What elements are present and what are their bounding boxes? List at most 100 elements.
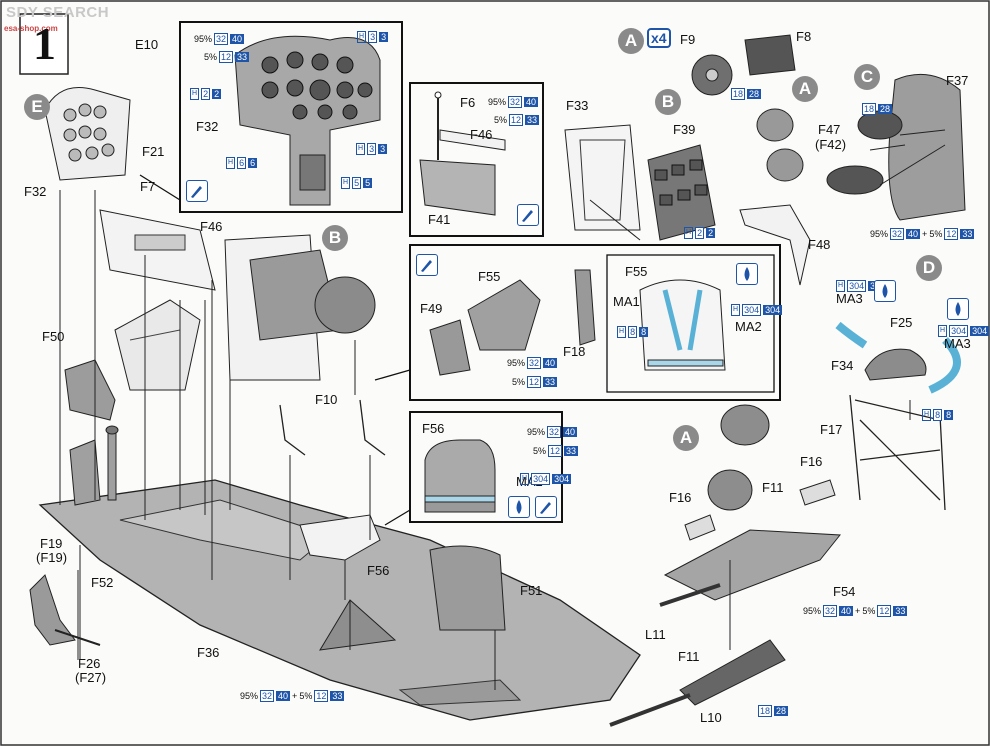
panel-f37 — [826, 73, 966, 221]
label-ma3-left: MA3 — [836, 291, 863, 306]
paint-code: 40 — [230, 34, 245, 44]
side-panel-f46 — [99, 209, 216, 291]
step-number: 1 — [33, 18, 56, 69]
label-ma3-right: MA3 — [944, 336, 971, 351]
label-f39: F39 — [673, 122, 696, 137]
paint-h: H — [520, 473, 530, 485]
label-f9: F9 — [680, 32, 696, 47]
paint-code: 40 — [276, 691, 291, 701]
label-f55-seat: F55 — [625, 264, 648, 279]
paint-code: 33 — [893, 606, 908, 616]
floor-plate-f36 — [38, 479, 641, 721]
paint-code: 33 — [525, 115, 540, 125]
paint-h8-f25: H 8 8 — [922, 409, 954, 421]
paint-code: 3 — [378, 144, 388, 154]
paint-code: 2 — [212, 89, 222, 99]
watermark-text: SDY SEARCH — [6, 4, 110, 21]
supports-f10 — [279, 399, 386, 456]
paint-code: 12 — [877, 605, 892, 617]
label-f19: F19 — [40, 536, 63, 551]
label-f26: F26 — [78, 656, 101, 671]
paint-code: 12 — [527, 376, 542, 388]
paint-h: H — [190, 88, 200, 100]
paint-pct: 5% — [204, 52, 218, 62]
paint-h: H — [341, 177, 351, 189]
callout-a-bottom: A — [673, 425, 699, 451]
label-f42: (F42) — [815, 137, 847, 152]
paint-code: 32 — [823, 605, 838, 617]
paint-pct: 95% — [488, 97, 507, 107]
cannon-l10 — [609, 639, 786, 727]
paint-code: 3 — [368, 31, 378, 43]
paint-pct: 5% — [299, 691, 313, 701]
label-f32-inset: F32 — [196, 119, 219, 134]
frame-f48 — [739, 204, 811, 286]
label-f27: (F27) — [75, 670, 107, 685]
paint-pct: 95% — [507, 358, 526, 368]
label-f10: F10 — [315, 392, 338, 407]
label-f32: F32 — [24, 184, 47, 199]
instrument-panel-e — [44, 87, 131, 181]
paint-code: 6 — [248, 158, 258, 168]
paint-h3-top: H 3 3 — [357, 31, 389, 43]
paint-code: 40 — [839, 606, 854, 616]
paint-f6-5: 5% 12 33 — [494, 114, 540, 126]
paint-code: 40 — [906, 229, 921, 239]
paint-code: 40 — [524, 97, 539, 107]
paint-code: 32 — [527, 357, 542, 369]
label-f11-top: F11 — [762, 480, 784, 495]
paint-h: H — [617, 326, 627, 338]
drop-icon — [736, 263, 758, 285]
wheel-f9-f8 — [691, 34, 796, 96]
bulkhead-b — [224, 234, 376, 395]
brush-icon — [416, 254, 438, 276]
paint-code: 2 — [201, 88, 211, 100]
paint-h2: H 2 2 — [190, 88, 222, 100]
label-f33: F33 — [566, 98, 589, 113]
paint-plus: + — [922, 229, 928, 239]
paint-code: 12 — [548, 445, 563, 457]
paint-code: 304 — [742, 304, 762, 316]
callout-c: C — [854, 64, 880, 90]
paint-pct: 95% — [527, 427, 546, 437]
paint-code: 5 — [363, 178, 373, 188]
paint-f47: 18 28 — [862, 103, 893, 115]
label-f54: F54 — [833, 584, 856, 599]
label-f37: F37 — [946, 73, 969, 88]
paint-pct: 95% — [870, 229, 889, 239]
paint-code: 8 — [933, 409, 943, 421]
paint-pct: 95% — [194, 34, 213, 44]
label-f25: F25 — [890, 315, 913, 330]
paint-plus: + — [292, 691, 298, 701]
multiplier-badge: x4 — [647, 28, 671, 48]
paint-code: 28 — [774, 706, 789, 716]
label-f56: F56 — [367, 563, 390, 578]
label-f17: F17 — [820, 422, 843, 437]
label-f46: F46 — [200, 219, 223, 234]
paint-seat-5: 5% 12 33 — [512, 376, 558, 388]
paint-h3-mid: H 3 3 — [356, 143, 388, 155]
brush-icon — [517, 204, 539, 226]
label-f52: F52 — [91, 575, 114, 590]
seat-pan-f56 — [299, 514, 381, 561]
paint-code: 32 — [547, 426, 562, 438]
panel-inset-f56 — [424, 439, 496, 513]
label-f19-alt: (F19) — [36, 550, 68, 565]
pedal-f19 — [29, 574, 101, 646]
paint-code: 33 — [235, 52, 250, 62]
paint-seat-95: 95% 32 40 — [507, 357, 558, 369]
paint-code: 32 — [508, 96, 523, 108]
label-e10: E10 — [135, 37, 159, 52]
brush-icon — [535, 496, 557, 518]
label-f49: F49 — [420, 301, 443, 316]
brush-icon — [186, 180, 208, 202]
paint-code: 40 — [543, 358, 558, 368]
cylinder-a — [756, 108, 804, 182]
drop-icon — [874, 280, 896, 302]
label-f6: F6 — [460, 95, 476, 110]
paint-pct: 5% — [494, 115, 508, 125]
label-f56-inset: F56 — [422, 421, 445, 436]
paint-h: H — [226, 157, 236, 169]
paint-code: 3 — [367, 143, 377, 155]
paint-pct: 95% — [803, 606, 822, 616]
